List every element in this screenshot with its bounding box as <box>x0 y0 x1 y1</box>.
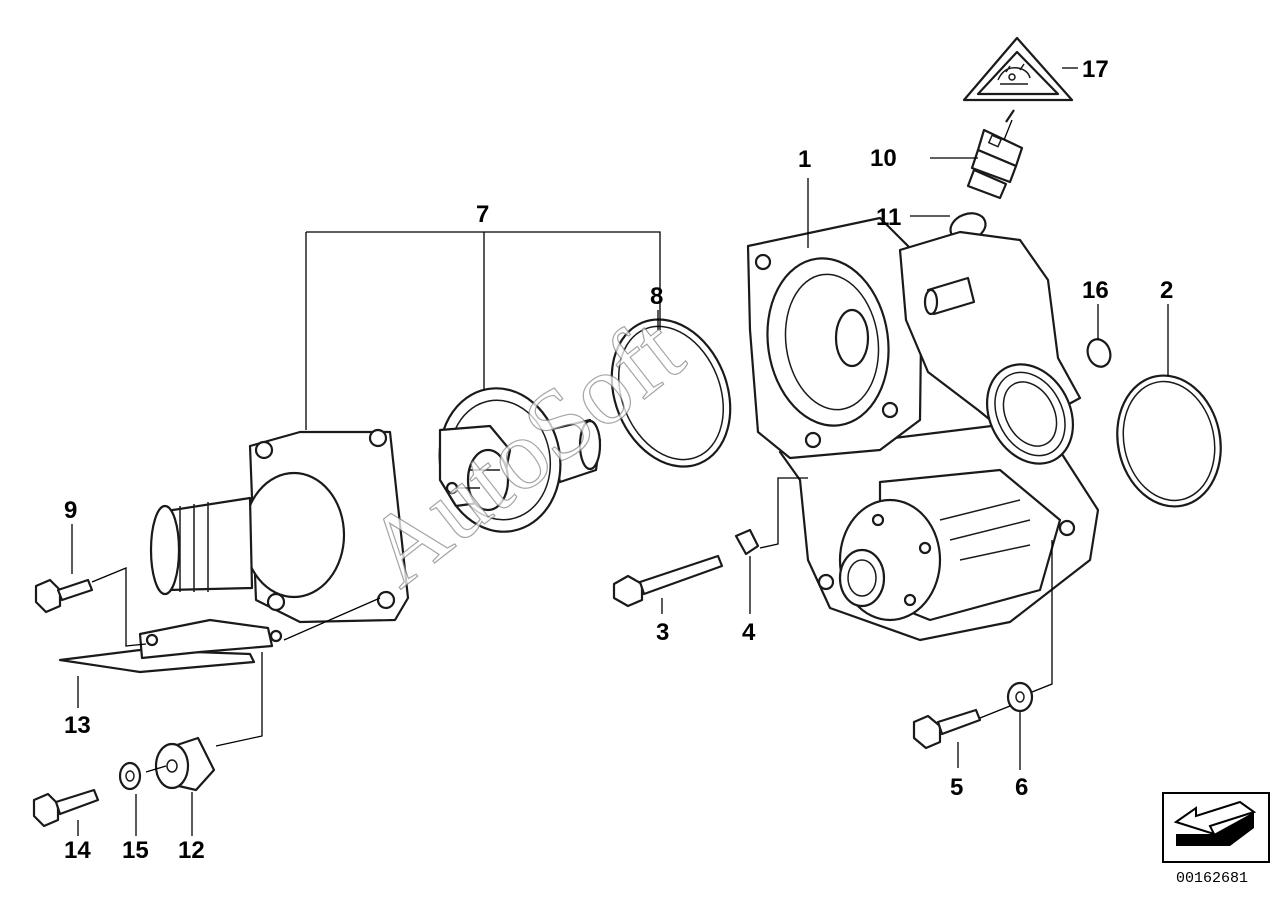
rubber-mount-12 <box>154 736 216 792</box>
temperature-sensor <box>966 109 1024 200</box>
callout-9: 9 <box>64 497 77 524</box>
coolant-pump-housing <box>746 216 1100 642</box>
o-ring-8 <box>610 318 732 468</box>
wiring-bracket-13 <box>58 618 283 674</box>
washer-15 <box>118 761 142 791</box>
bolt-14 <box>32 788 100 828</box>
callout-13: 13 <box>64 712 91 739</box>
callout-1: 1 <box>798 146 811 173</box>
callout-17: 17 <box>1082 56 1109 83</box>
catalog-number: 00162681 <box>1176 870 1248 887</box>
bolt-9 <box>34 578 94 614</box>
thermostat-cover <box>149 428 410 624</box>
seal-ring-16 <box>1086 338 1112 368</box>
back-arrow-nav-icon[interactable] <box>1162 792 1270 863</box>
callout-5: 5 <box>950 774 963 801</box>
hot-surface-warning-triangle-icon <box>962 36 1074 102</box>
callout-2: 2 <box>1160 277 1173 304</box>
callout-10: 10 <box>870 145 897 172</box>
callout-8: 8 <box>650 283 663 310</box>
clip-4 <box>734 528 760 556</box>
callout-14: 14 <box>64 837 91 864</box>
callout-4: 4 <box>742 619 756 646</box>
callout-16: 16 <box>1082 277 1109 304</box>
washer-6 <box>1006 681 1034 713</box>
callout-labels: 1 2 3 4 5 6 7 8 9 10 11 12 13 14 15 16 1… <box>64 56 1173 864</box>
callout-7: 7 <box>476 201 489 228</box>
callout-6: 6 <box>1015 774 1028 801</box>
bolt-3 <box>612 554 724 608</box>
bolt-5 <box>912 708 982 750</box>
leader-lines <box>71 67 1169 836</box>
large-o-ring-2 <box>1116 374 1222 508</box>
thermostat <box>438 387 602 533</box>
callout-12: 12 <box>178 837 205 864</box>
callout-3: 3 <box>656 619 669 646</box>
callout-15: 15 <box>122 837 149 864</box>
callout-11: 11 <box>876 204 901 231</box>
